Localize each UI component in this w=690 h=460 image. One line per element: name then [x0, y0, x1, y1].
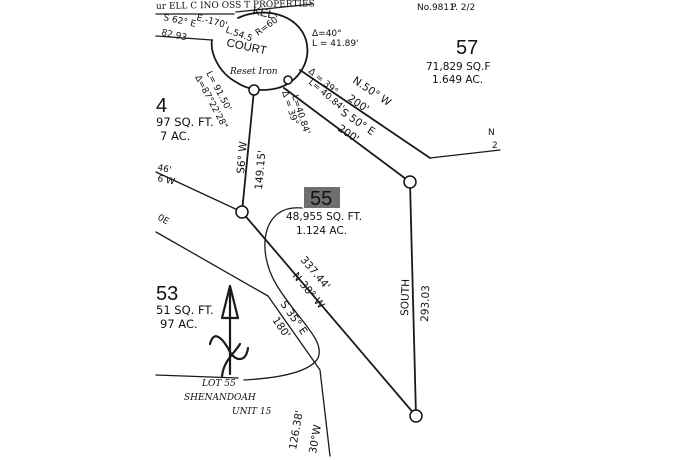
lot-55-acres: 1.124 AC.: [296, 225, 347, 237]
bottom-bearing: 30°W: [307, 423, 324, 454]
edge-label: 46': [156, 163, 172, 176]
header-fragment: ur ELL C INO OSS T PROPERTIES: [156, 0, 315, 12]
lot-54-area: 97 SQ. FT.: [156, 115, 214, 129]
reset-iron-pin: [283, 75, 293, 85]
distance-west: 149.15': [253, 150, 268, 191]
road-left-lower: [155, 231, 269, 297]
bearing-east: SOUTH: [399, 279, 412, 316]
curve-delta: Δ=40°: [312, 29, 342, 39]
lot-53-number: 53: [156, 283, 178, 305]
lot-55-number: 55: [310, 188, 332, 210]
lot-54-number: 4: [156, 95, 167, 117]
bottom-distance: 126.38': [287, 409, 306, 450]
boundary-pin: [235, 205, 249, 219]
road-left-upper: [155, 171, 243, 213]
lot-line-west: [241, 89, 255, 213]
court-name-fragment: KEL: [251, 5, 275, 21]
lot-53-acres: 97 AC.: [160, 317, 198, 331]
boundary-pin: [409, 409, 423, 423]
note-line-1: LOT 55: [201, 379, 236, 389]
lot-57-area: 71,829 SQ.F: [426, 61, 490, 73]
court-bearing-top: E.-170': [195, 13, 228, 31]
lot-57-acres: 1.649 AC.: [432, 74, 483, 86]
lot-55-highlight: [304, 187, 340, 208]
road-left-bottom: [267, 295, 331, 457]
edge-label: N: [488, 128, 495, 138]
doc-number: No.9811: [417, 3, 455, 13]
court-bearing-left: S 62° E: [162, 13, 197, 30]
court-distance-left: 82.93: [160, 28, 187, 43]
lot-55-area: 48,955 SQ. FT.: [286, 211, 362, 223]
boundary-pin: [248, 84, 260, 96]
cul-de-sac-curve: [210, 11, 309, 91]
lot-line-n50w: [299, 69, 431, 159]
curve-length: L = 41.89': [312, 39, 359, 49]
note-line-3: UNIT 15: [232, 407, 272, 417]
note-leader-line: [243, 207, 320, 381]
edge-label: 2: [492, 141, 498, 151]
north-arrow-icon: [208, 284, 250, 378]
court-road-bottom: [155, 35, 213, 41]
note-line-2: SHENANDOAH: [184, 393, 256, 403]
page-number: P. 2/2: [451, 3, 475, 13]
lot-line-south: [409, 181, 417, 417]
court-road-upper: [235, 3, 313, 13]
lot-line-s50e: [283, 87, 411, 183]
distance-east: 293.03: [419, 285, 432, 322]
lot-line-57-rear: [429, 149, 501, 159]
lot-53-area: 51 SQ. FT.: [156, 303, 214, 317]
lot-57-number: 57: [456, 37, 478, 59]
lot-54-acres: 7 AC.: [160, 129, 190, 143]
edge-label: 6 W: [156, 174, 175, 187]
bearing-west: S6° W: [235, 140, 250, 174]
edge-label: 0E: [156, 213, 171, 228]
boundary-pin: [403, 175, 417, 189]
lot-line-diagonal: [241, 211, 417, 417]
road-lower-left: [155, 374, 239, 379]
reset-iron-label: Reset Iron: [229, 67, 278, 77]
